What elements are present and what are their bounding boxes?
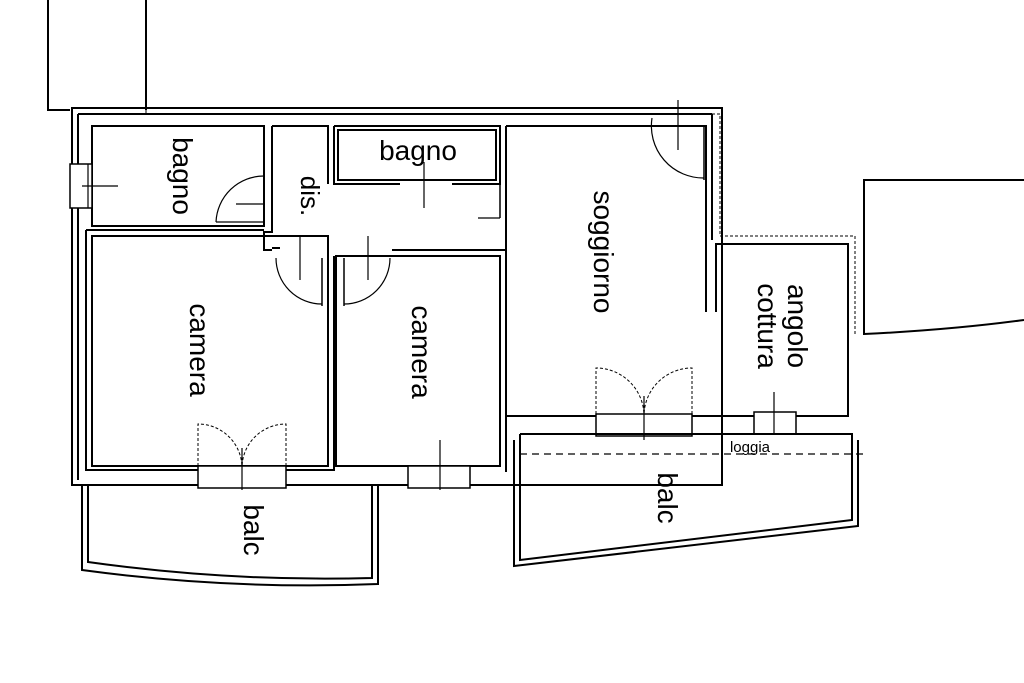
room-soggiorno (506, 125, 707, 312)
neighbour-outline-right (863, 179, 1024, 336)
label-bagno-top: bagno (379, 135, 457, 166)
room-bagno-top (337, 129, 497, 181)
balcony-left (81, 486, 379, 587)
door-camera-left (275, 257, 323, 305)
door-bagno-left (215, 175, 265, 223)
label-balc-right: balc (652, 472, 683, 523)
label-soggiorno: soggiorno (588, 191, 619, 314)
label-loggia: loggia (730, 439, 771, 456)
label-bagno-left: bagno (167, 137, 198, 215)
window-soggiorno (595, 367, 693, 440)
door-entrance (650, 117, 705, 179)
label-camera-mid: camera (406, 305, 437, 399)
label-dis: dis. (295, 176, 325, 216)
window-angolo-cottura (753, 411, 797, 435)
window-camera-left (197, 423, 287, 490)
balcony-right (513, 433, 864, 568)
neighbour-outline-left (47, 0, 70, 111)
door-camera-mid (343, 257, 391, 305)
property-boundary-top (145, 110, 856, 334)
label-camera-left: camera (184, 303, 215, 397)
label-angolo: angolo (782, 284, 813, 368)
window-camera-mid (407, 465, 471, 489)
label-balc-left: balc (238, 504, 269, 555)
label-cottura: cottura (752, 283, 783, 369)
